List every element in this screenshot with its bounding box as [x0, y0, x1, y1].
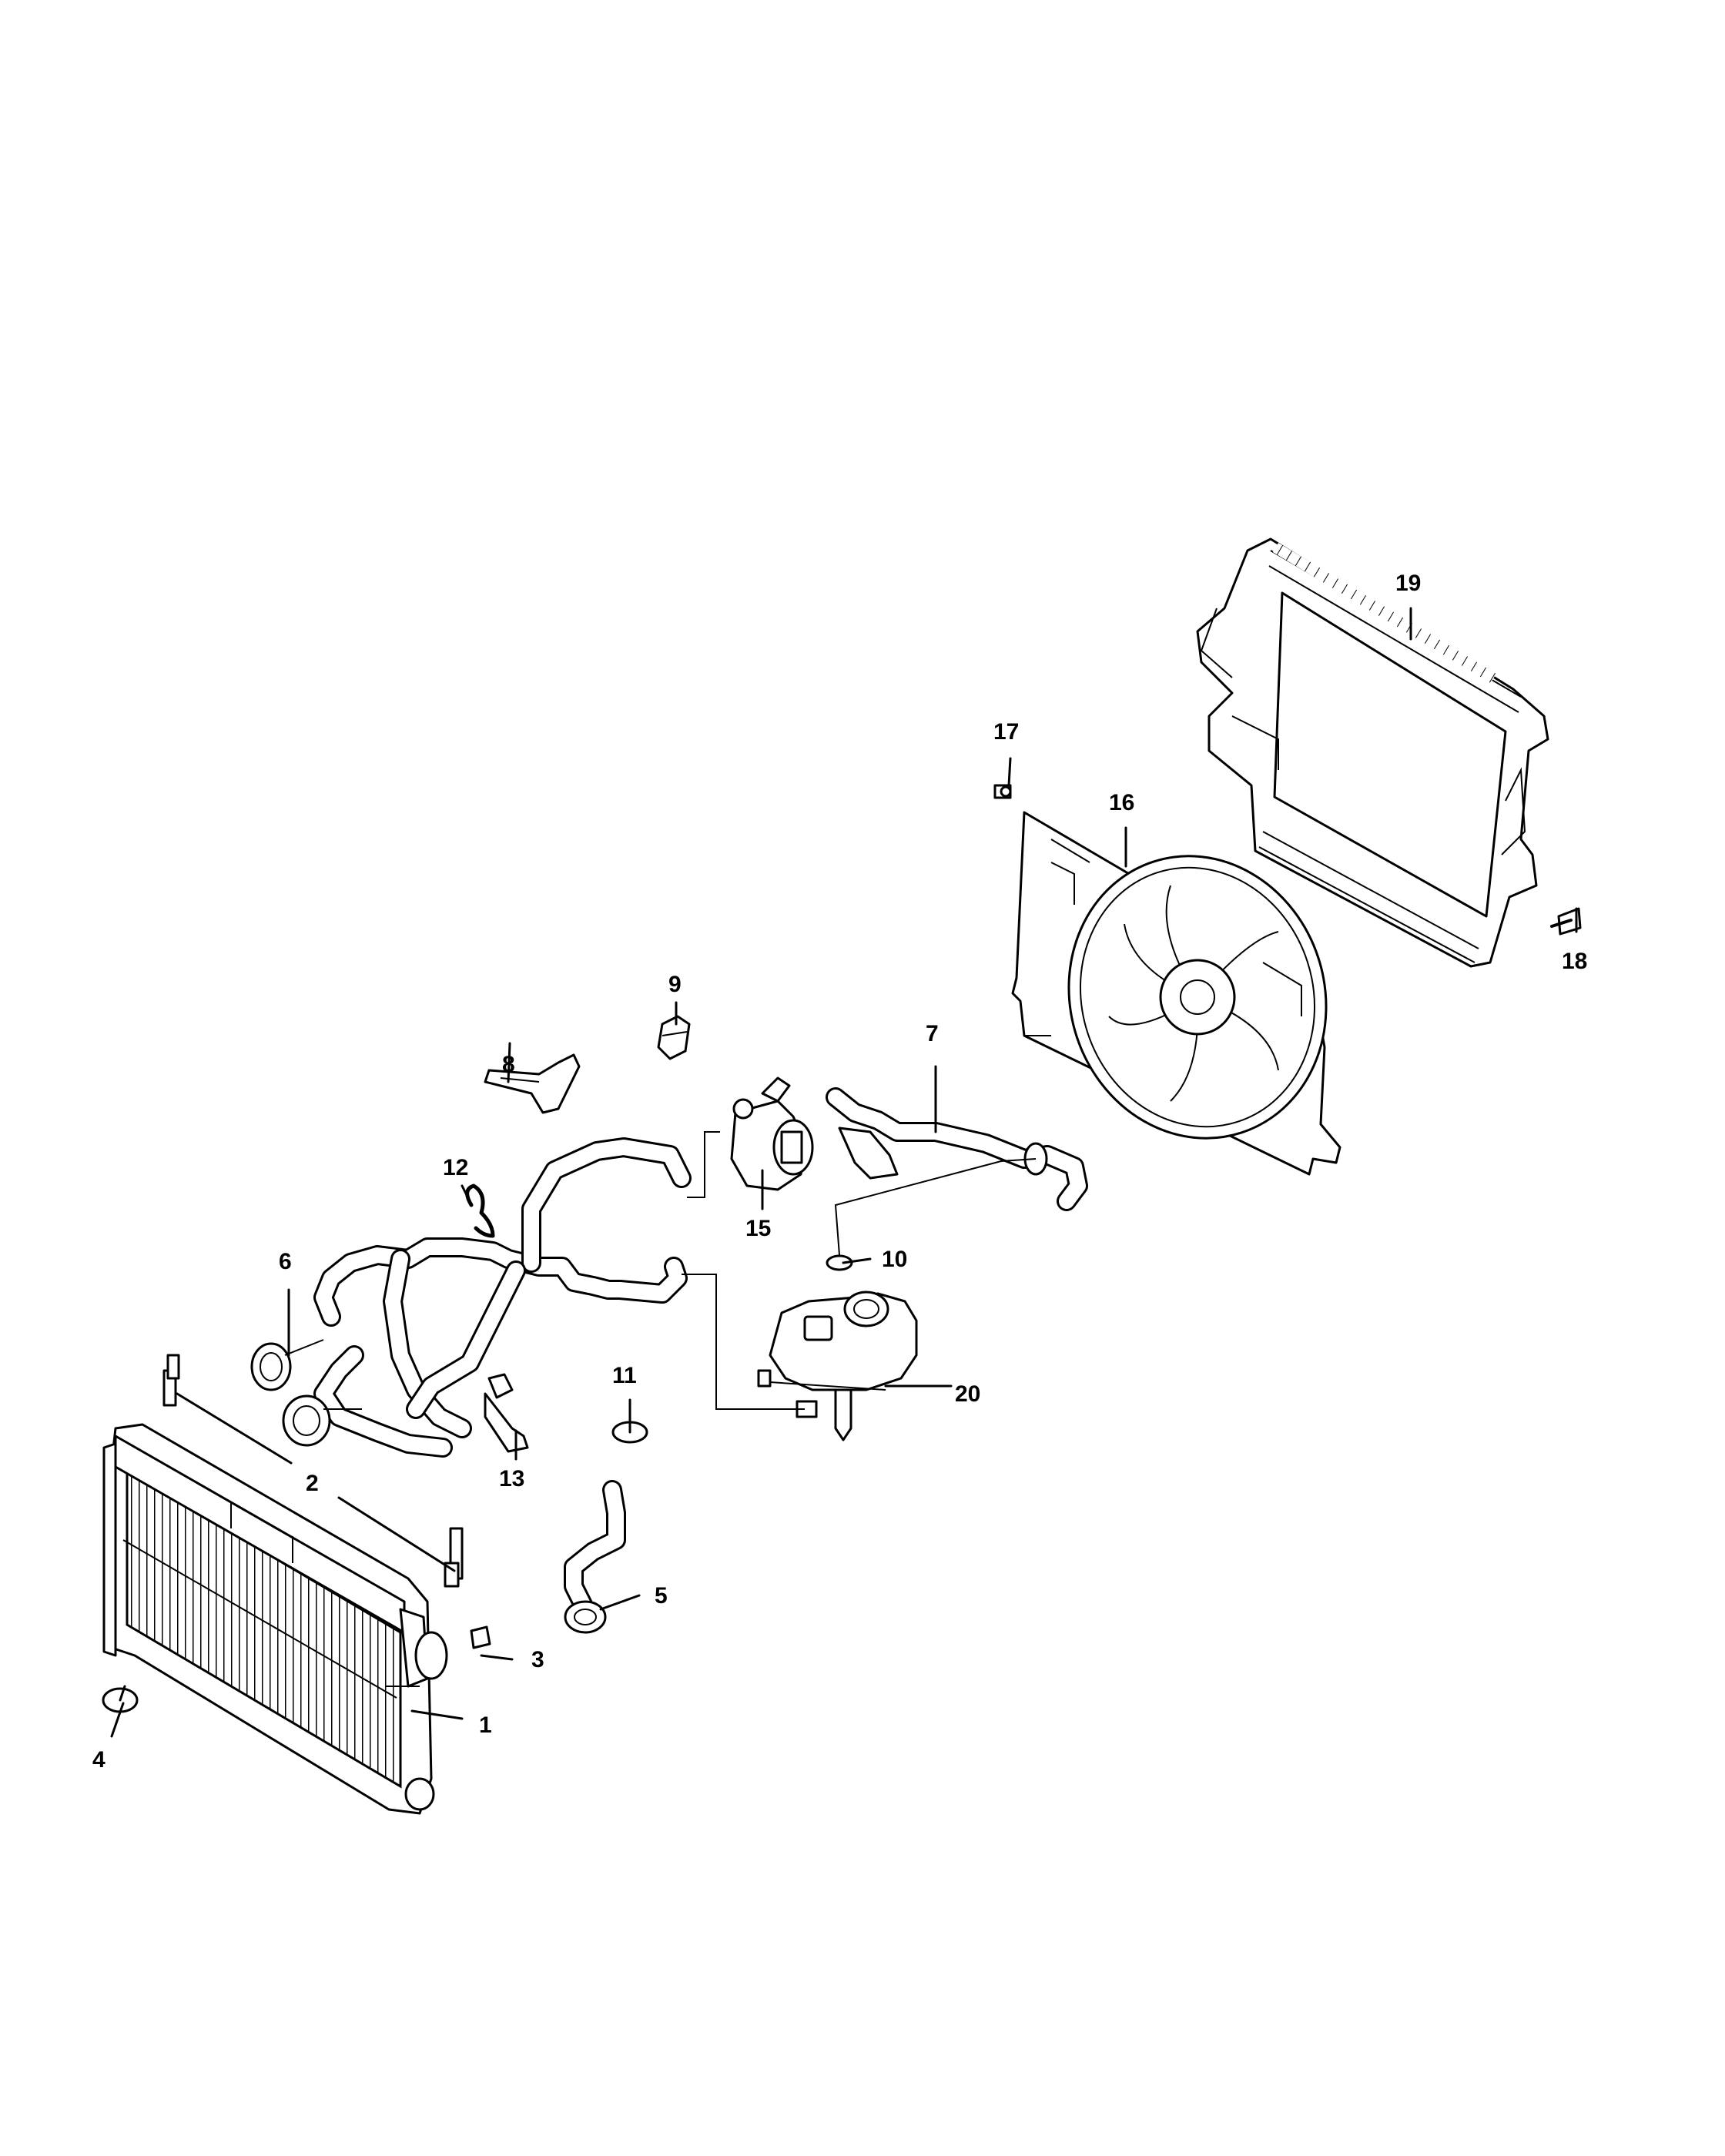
- callout-17: 17: [993, 719, 1019, 745]
- callout-15: 15: [745, 1216, 771, 1241]
- callout-9: 9: [668, 972, 682, 997]
- leader-2b: [337, 1496, 456, 1572]
- leader-17: [1007, 757, 1012, 787]
- callout-10: 10: [882, 1247, 907, 1272]
- leader-2a: [176, 1392, 293, 1465]
- radiator-grommet: [102, 1685, 139, 1713]
- auxiliary-water-pump: [730, 1076, 814, 1191]
- callout-16: 16: [1109, 790, 1134, 815]
- hose-bracket: [484, 1053, 581, 1114]
- callout-5: 5: [655, 1583, 668, 1609]
- callout-2: 2: [306, 1471, 319, 1496]
- radiator-support-frame: [1196, 537, 1549, 968]
- upper-hose: [826, 1087, 1088, 1211]
- callout-20: 20: [955, 1381, 980, 1407]
- callout-7: 7: [926, 1021, 939, 1046]
- hose-clamp: [826, 1254, 853, 1271]
- push-pin: [1550, 907, 1582, 936]
- radiator-seal-brackets: [162, 1354, 464, 1588]
- grommet: [611, 1415, 648, 1444]
- leader-4: [110, 1702, 125, 1738]
- leader-10: [842, 1257, 872, 1264]
- bushing: [470, 1625, 491, 1649]
- leader-3: [480, 1654, 514, 1661]
- callout-19: 19: [1395, 571, 1421, 596]
- lower-radiator-hose: [564, 1480, 626, 1634]
- callout-labels: 1 2 3 4 5 6 7 8 9 10 11 12 13 15 16 17 1…: [92, 571, 1587, 1773]
- callout-11: 11: [612, 1363, 637, 1388]
- coolant-reservoir: [757, 1291, 918, 1441]
- hose-clip: [657, 1015, 691, 1060]
- leader-5: [599, 1594, 641, 1611]
- routing-lines: [682, 1035, 1051, 1410]
- hose-support-bracket: [484, 1373, 529, 1453]
- leader-1: [410, 1709, 464, 1720]
- leader-8: [507, 1042, 511, 1083]
- callout-1: 1: [479, 1712, 492, 1738]
- leader-lines: [110, 607, 1578, 1738]
- callout-13: 13: [499, 1466, 524, 1491]
- coolant-hose-assembly: [250, 1137, 692, 1458]
- radiator: [102, 1423, 448, 1815]
- callout-6: 6: [279, 1249, 292, 1274]
- callout-4: 4: [92, 1747, 106, 1773]
- callout-12: 12: [443, 1155, 468, 1180]
- fan-clip: [993, 784, 1012, 799]
- leader-12: [461, 1184, 471, 1203]
- fan-shroud: [1011, 811, 1341, 1176]
- callout-8: 8: [502, 1052, 515, 1077]
- callout-3: 3: [531, 1647, 544, 1672]
- spring-clamp: [465, 1183, 495, 1238]
- callout-18: 18: [1562, 949, 1587, 974]
